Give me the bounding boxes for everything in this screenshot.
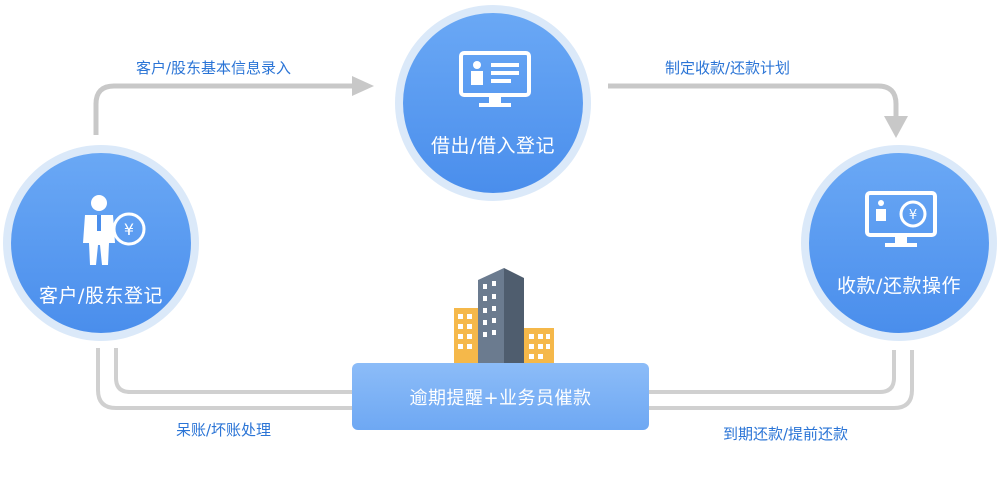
- arrowhead-right: [352, 76, 374, 96]
- arrowhead-down: [884, 116, 908, 138]
- bottom-line-right-inner: [648, 350, 896, 394]
- flow-label-bottom-right: 到期还款/提前还款: [723, 425, 849, 443]
- buildings-icon: [454, 268, 554, 364]
- arrow-customer-to-lending: [93, 83, 355, 135]
- bottom-line-left-inner: [114, 348, 355, 394]
- node-lending-label: 借出/借入登记: [431, 135, 555, 157]
- node-repayment-label: 收款/还款操作: [837, 275, 961, 297]
- svg-text:¥: ¥: [124, 220, 134, 239]
- person-yen-icon: ¥: [83, 195, 146, 265]
- monitor-document-icon: [459, 51, 531, 107]
- bottom-line-right-outer: [648, 350, 914, 410]
- svg-text:¥: ¥: [909, 208, 917, 223]
- arrow-lending-to-repayment: [608, 83, 899, 118]
- node-repayment: ¥ 收款/还款操作: [801, 145, 997, 341]
- flow-label-top-right: 制定收款/还款计划: [665, 59, 791, 77]
- monitor-yen-icon: ¥: [865, 191, 937, 247]
- node-customer-label: 客户/股东登记: [39, 285, 163, 307]
- flow-label-top-left: 客户/股东基本信息录入: [136, 59, 292, 77]
- bottom-line-left-outer: [96, 348, 355, 410]
- center-box-overdue: 逾期提醒+业务员催款: [352, 363, 649, 430]
- flow-label-bottom-left: 呆账/坏账处理: [176, 421, 272, 439]
- node-lending: 借出/借入登记: [395, 5, 591, 201]
- node-customer: ¥ 客户/股东登记: [3, 145, 199, 341]
- center-box-label: 逾期提醒+业务员催款: [409, 387, 592, 409]
